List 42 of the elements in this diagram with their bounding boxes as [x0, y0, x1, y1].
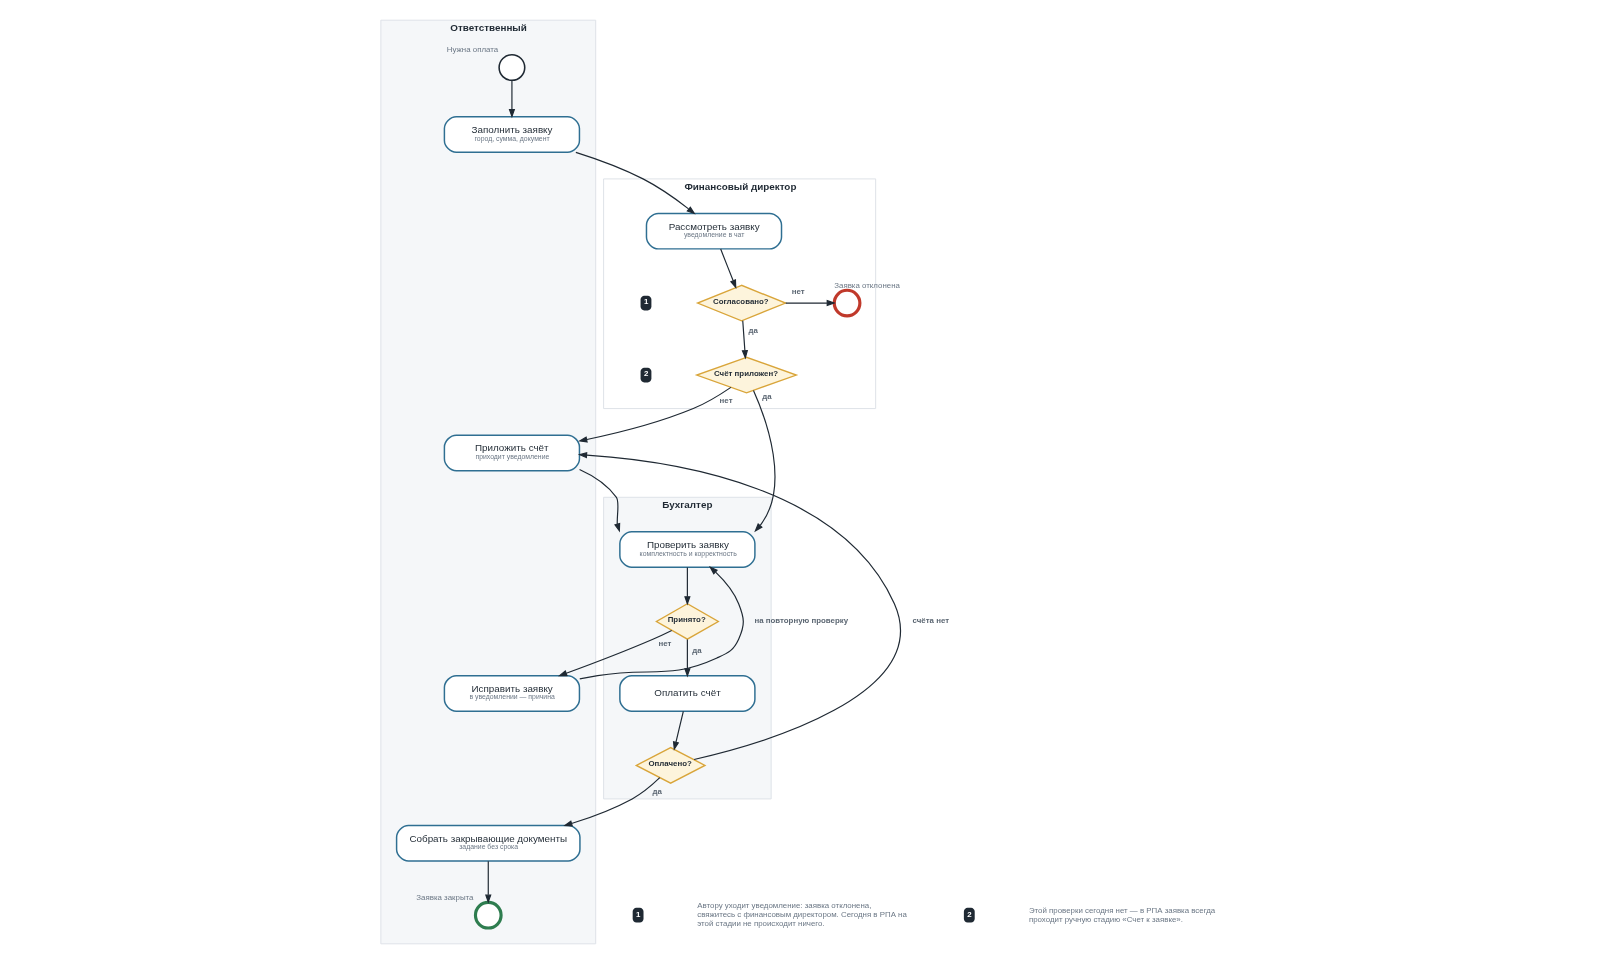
arrow	[785, 299, 836, 307]
arrow	[672, 710, 684, 751]
arrow	[563, 777, 661, 827]
node-circle	[473, 900, 503, 930]
arrow	[508, 79, 516, 119]
arrow	[684, 638, 691, 678]
edge-label: да	[692, 645, 702, 655]
label: 1	[636, 909, 641, 919]
node-circle	[832, 288, 862, 318]
label: 2	[967, 909, 972, 919]
node-circle	[498, 53, 526, 82]
arrow	[579, 566, 744, 680]
edge-label: нет	[719, 396, 733, 406]
label: Этой проверки сегодня нет — в РПА заявка всегда проходит ручную стадию «Счет к заявке».	[1028, 905, 1216, 924]
node-diamond: Счёт приложен?	[694, 356, 799, 394]
arrow	[575, 151, 696, 215]
arrow	[558, 629, 673, 677]
node-diamond: Принято?	[655, 602, 720, 640]
arrow	[485, 860, 492, 904]
node-label: Заявка закрыта	[416, 892, 474, 902]
edge-label: нет	[791, 287, 805, 297]
node-diamond: Оплачено?	[634, 746, 707, 784]
edge-label: да	[652, 787, 662, 797]
label: 2	[644, 369, 649, 379]
edge-label: да	[762, 391, 772, 401]
label: 1	[644, 297, 649, 307]
arrow	[577, 451, 901, 761]
edge-label: нет	[658, 638, 672, 648]
arrow	[741, 320, 749, 360]
node-label: Нужна оплата	[446, 45, 499, 55]
edge-label: на повторную проверку	[754, 615, 849, 625]
edge-label: да	[748, 326, 758, 336]
arrow	[752, 389, 776, 533]
edge-label: счёта нет	[912, 615, 950, 625]
node-label: Заявка отклонена	[834, 280, 900, 290]
arrow	[578, 468, 621, 533]
arrow	[720, 248, 737, 289]
node-box: Оплатить счёт	[619, 674, 756, 712]
arrow	[684, 566, 691, 606]
label: Автору уходит уведомление: заявка отклонена, свяжитесь с финансовым директором. Сегодня в РПА на этой стадии не происходит ничего.	[697, 901, 907, 928]
arrow	[578, 386, 732, 443]
node-diamond: Согласовано?	[695, 284, 788, 322]
